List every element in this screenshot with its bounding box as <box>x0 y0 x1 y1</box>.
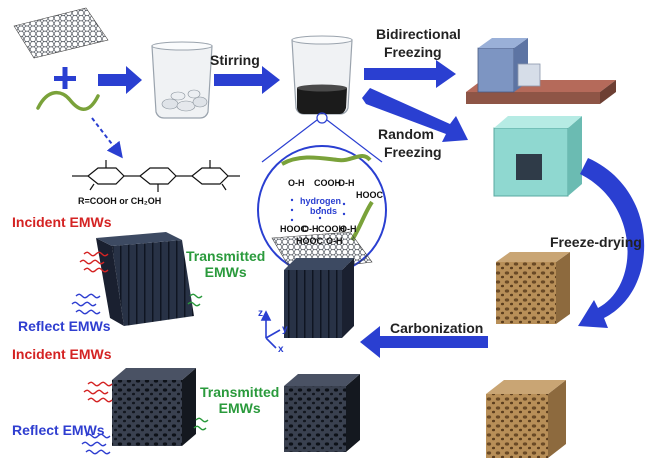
freeze-drying-label: Freeze-drying <box>550 234 642 250</box>
graphene-sheet-icon <box>13 7 109 59</box>
plus-icon <box>54 67 76 89</box>
arrow-carbonization-icon <box>360 326 488 358</box>
inset-label: O-H <box>326 236 343 246</box>
inset-label: COOH <box>318 224 345 234</box>
reflect-wave-top-icon <box>71 293 101 315</box>
carbon-random-cube-with-waves <box>112 368 196 446</box>
incident-label-top: Incident EMWs <box>12 214 112 230</box>
stirring-label: Stirring <box>210 52 260 68</box>
arrow-random-icon <box>362 88 468 142</box>
inset-label: HOOC <box>280 224 307 234</box>
transmitted-wave-top-icon <box>187 293 203 307</box>
arrow-bidirectional-icon <box>364 60 456 88</box>
aerogel-aligned-cube <box>496 252 570 324</box>
cellulose-structure-icon <box>72 160 240 192</box>
carbon-aligned-cube-with-waves <box>96 232 194 326</box>
carbon-aligned-cube <box>284 258 354 338</box>
beaker-icon <box>151 41 213 119</box>
inset-label: HOOC <box>356 190 383 200</box>
polymer-chain-icon <box>36 91 100 111</box>
transmitted-wave-bottom-icon <box>193 417 209 431</box>
substituent-label: R=COOH or CH₂OH <box>78 196 162 206</box>
random-label-2: Freezing <box>384 144 442 160</box>
inset-label: O-H <box>340 224 357 234</box>
inset-label: COOH <box>314 178 341 188</box>
inset-label-bonds: bonds <box>310 206 337 216</box>
reflect-wave-bottom-icon <box>81 433 111 455</box>
carbonization-label: Carbonization <box>390 320 484 336</box>
inset-label: HOOC <box>296 236 323 246</box>
reflect-label-top: Reflect EMWs <box>18 318 111 334</box>
axes-icon <box>260 310 281 349</box>
incident-wave-top-icon <box>79 251 109 273</box>
arrow-freeze-drying-icon <box>578 158 645 328</box>
bidirectional-mold-icon <box>466 38 616 104</box>
inset-label-hydrogen: hydrogen <box>300 196 342 206</box>
carbon-random-cube <box>284 374 360 452</box>
bidirectional-label-2: Freezing <box>384 44 442 60</box>
inset-label: O-H <box>302 224 319 234</box>
aerogel-random-cube <box>486 380 566 458</box>
incident-label-bottom: Incident EMWs <box>12 346 112 362</box>
axis-z-label: z <box>258 308 263 319</box>
random-freezing-box-icon <box>493 116 582 197</box>
beaker-dispersion-icon <box>291 35 353 115</box>
reflect-label-bottom: Reflect EMWs <box>12 422 105 438</box>
bidirectional-label-1: Bidirectional <box>376 26 461 42</box>
axis-y-label: y <box>282 324 288 335</box>
inset-label: O-H <box>288 178 305 188</box>
dashed-arrow-icon <box>91 117 123 159</box>
incident-wave-bottom-icon <box>83 381 113 403</box>
axis-x-label: x <box>278 344 284 355</box>
random-label-1: Random <box>378 126 434 142</box>
arrow-stirring-icon <box>214 66 280 94</box>
zoom-lines <box>261 112 383 163</box>
inset-label: O-H <box>338 178 355 188</box>
arrow-to-beaker-icon <box>98 66 142 94</box>
